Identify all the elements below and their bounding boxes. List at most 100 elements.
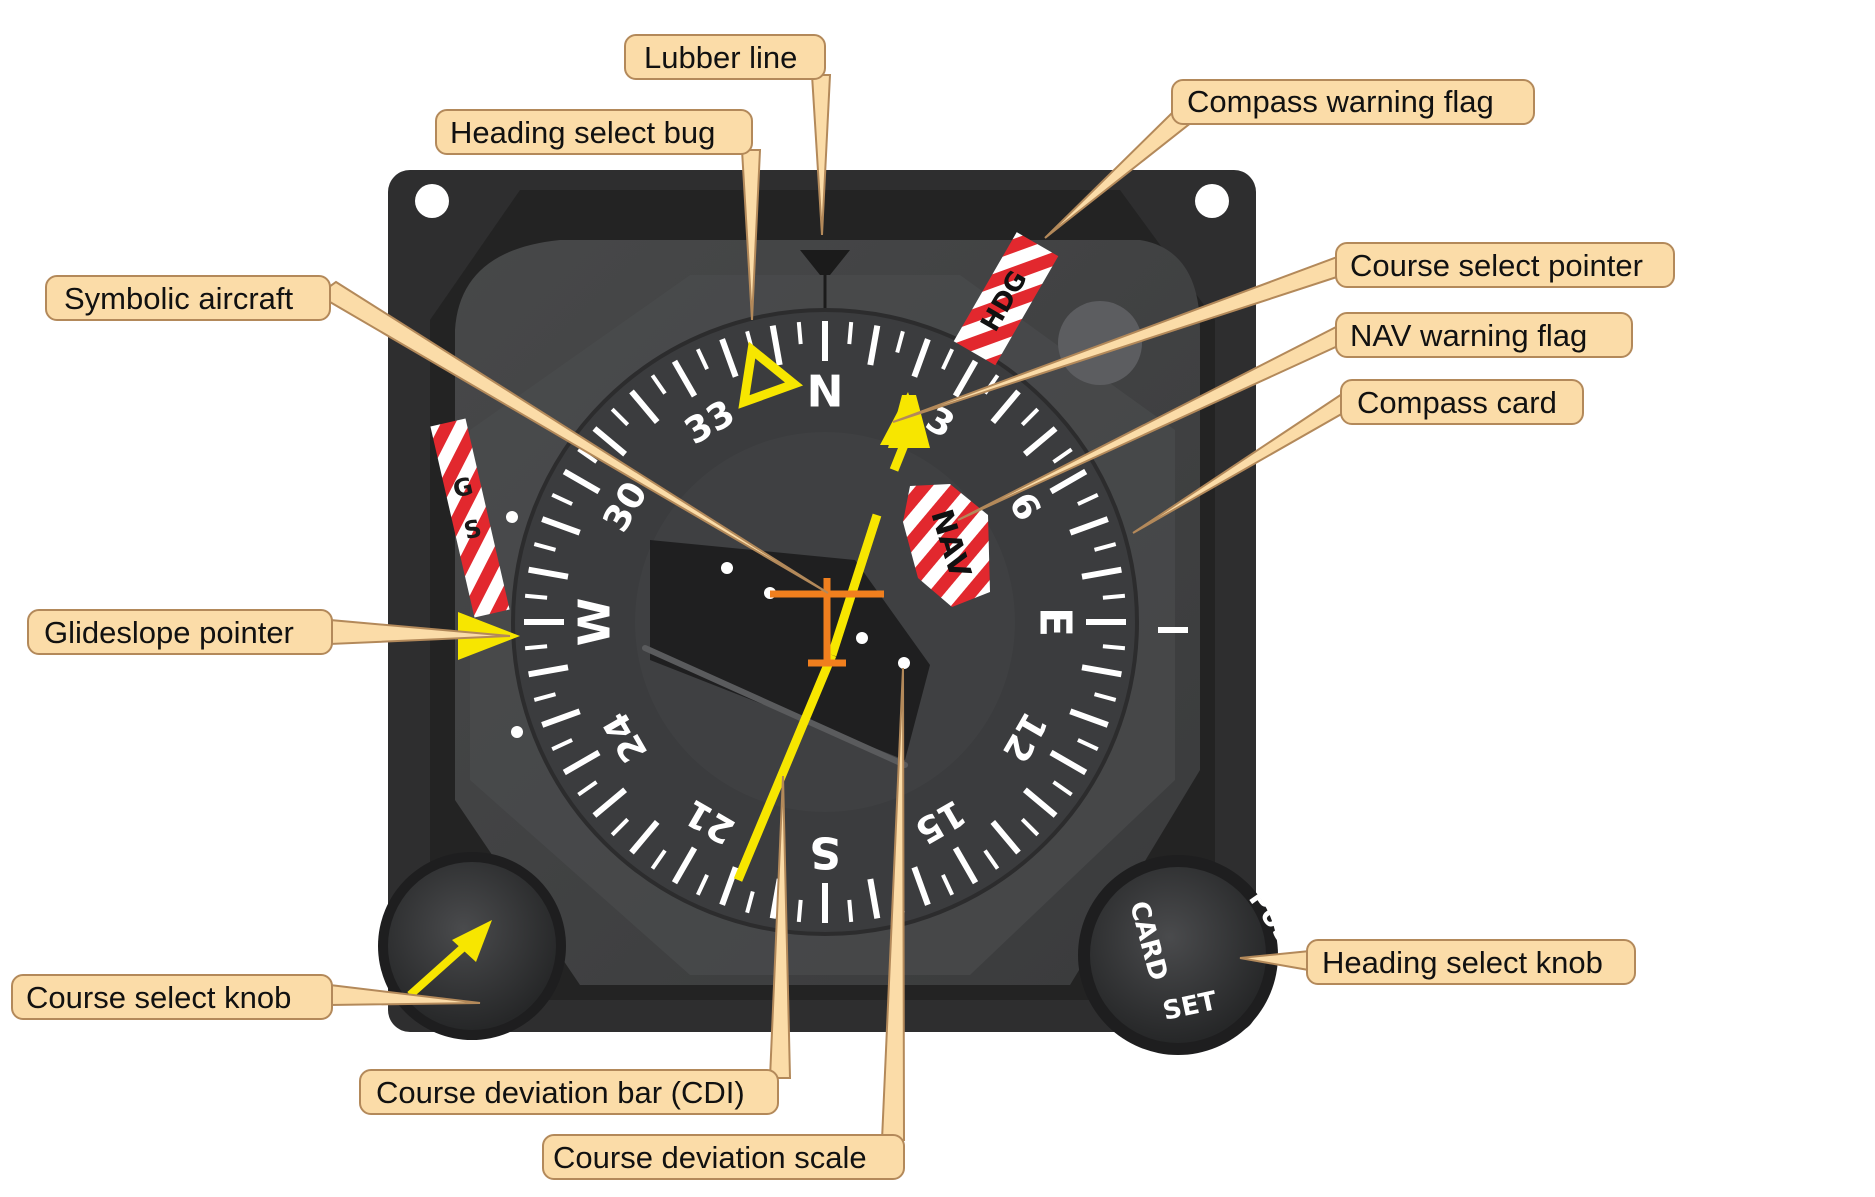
label-course-select-pointer: Course select pointer [1350,248,1643,283]
compass-tick [528,664,569,678]
compass-tick [867,325,881,366]
label-course-select-knob: Course select knob [26,980,291,1015]
label-symbolic-aircraft: Symbolic aircraft [64,281,293,316]
compass-tick [541,708,581,728]
compass-tick [562,468,601,495]
compass-tick [577,780,598,797]
course-deviation-scale-dots [721,562,910,669]
compass-tick [629,389,660,425]
compass-tick [745,890,755,914]
compass-tick [541,516,581,536]
compass-tick [671,359,698,398]
mounting-hole-right [1195,184,1229,218]
compass-tick [551,492,573,506]
compass-tick [983,849,1000,870]
label-course-deviation-scale: Course deviation scale [553,1140,867,1175]
compass-tick [1081,664,1122,678]
compass-tick [695,874,709,896]
label-lubber-line: Lubber line [644,40,797,75]
compass-tick [524,593,548,600]
compass-tick [1077,492,1099,506]
compass-tick [650,374,667,395]
course-deviation-bar [733,653,837,882]
compass-tick [990,819,1021,855]
callout-boxes [11,34,1675,1180]
compass-tick [1049,749,1088,776]
label-compass-card: Compass card [1357,385,1557,420]
compass-tick [695,348,709,370]
compass-tick [796,899,803,923]
compass-tick [941,348,955,370]
compass-tick [592,787,628,818]
compass-tick [1102,644,1126,651]
compass-tick [847,899,854,923]
compass-tick [895,330,905,354]
callouts: Lubber line Heading select bug Compass w… [11,34,1675,1180]
mounting-hole-left [415,184,449,218]
leader-heading-select-bug [740,149,762,321]
callout-box-glideslope-pointer [27,609,333,655]
compass-tick [1052,447,1073,464]
compass-tick [1052,780,1073,797]
compass-tick [796,321,803,345]
compass-tick [719,866,739,906]
compass-tick [1081,566,1122,580]
compass-tick [719,338,739,378]
compass-tick [990,389,1021,425]
compass-tick [867,878,881,919]
callout-box-course-deviation-bar [359,1069,779,1115]
compass-tick [592,426,628,457]
gs-flag-letter: S [461,514,484,545]
heading-select-bug [738,341,804,409]
compass-tick [941,874,955,896]
leader-course-deviation-bar [768,775,792,1079]
callout-box-compass-card [1340,379,1584,425]
label-compass-warning-flag: Compass warning flag [1187,84,1494,119]
deviation-dot [898,657,910,669]
compass-tick [1102,593,1126,600]
compass-tick [911,866,931,906]
gs-warning-flag: G S [430,418,510,618]
callout-box-course-deviation-scale [542,1134,905,1180]
compass-label: W [570,598,621,647]
deviation-dot [721,562,733,574]
label-glideslope-pointer: Glideslope pointer [44,615,294,650]
label-heading-select-bug: Heading select bug [450,115,715,150]
compass-tick [911,338,931,378]
compass-tick [533,542,557,552]
compass-tick [1069,516,1109,536]
compass-tick [1093,542,1117,552]
compass-label: N [807,367,844,418]
compass-tick [650,849,667,870]
compass-tick [671,846,698,885]
compass-tick [952,359,979,398]
compass-tick [1093,692,1117,702]
compass-tick [1077,738,1099,752]
compass-tick [610,407,630,427]
compass-tick [629,819,660,855]
callout-box-lubber-line [624,34,826,80]
label-course-deviation-bar: Course deviation bar (CDI) [376,1075,745,1110]
compass-tick [769,325,783,366]
compass-tick [1020,817,1040,837]
compass-tick [1069,708,1109,728]
deviation-dot [856,632,868,644]
callout-box-compass-warning-flag [1171,79,1535,125]
compass-tick [610,817,630,837]
compass-tick [1022,787,1058,818]
label-nav-warning-flag: NAV warning flag [1350,318,1587,353]
compass-tick [1020,407,1040,427]
compass-tick [533,692,557,702]
callout-box-symbolic-aircraft [45,275,331,321]
glideslope-scale-dots [506,511,523,738]
compass-tick [1022,426,1058,457]
callout-box-course-select-pointer [1335,242,1675,288]
compass-tick [1049,468,1088,495]
compass-label: E [1030,607,1081,637]
compass-label: S [809,827,841,878]
compass-tick [562,749,601,776]
compass-tick [524,644,548,651]
compass-tick [551,738,573,752]
course-select-knob[interactable] [378,852,566,1040]
